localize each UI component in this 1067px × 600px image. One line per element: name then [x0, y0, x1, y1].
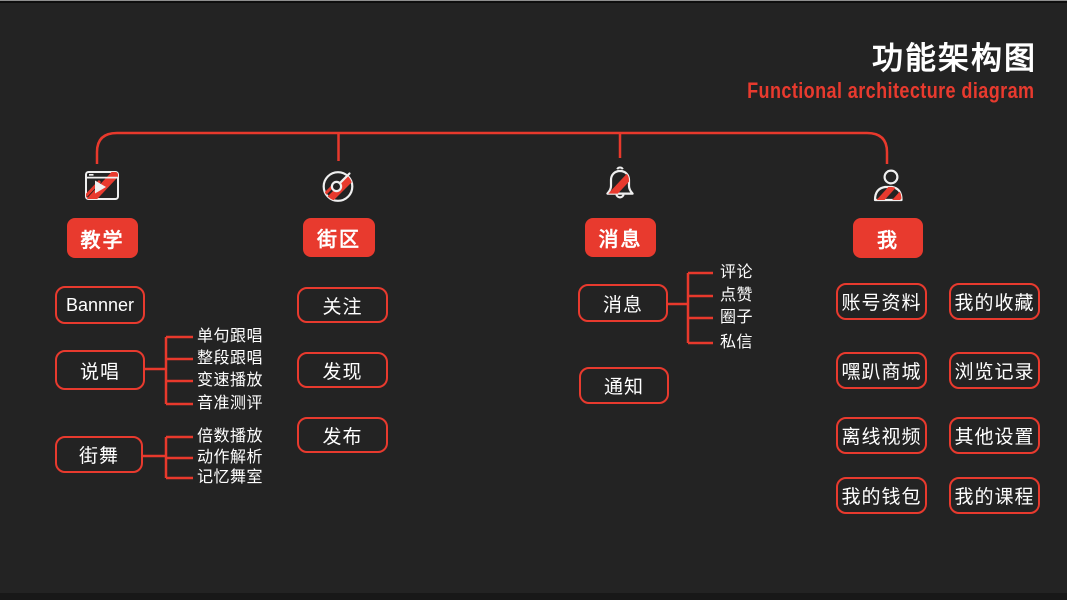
- leaf-circles: 圈子: [720, 309, 754, 326]
- leaf-pitch-test: 音准测评: [197, 395, 264, 412]
- video-window-icon: [85, 171, 119, 200]
- nav-box-me: 我: [853, 218, 923, 258]
- item-box-notification: 通知: [579, 367, 669, 404]
- page-title: 功能架构图: [872, 41, 1037, 76]
- item-box-my-wallet: 我的钱包: [836, 477, 927, 514]
- window-top-edge: [0, 0, 1067, 3]
- leaf-move-analysis: 动作解析: [197, 449, 264, 466]
- item-box-other-settings: 其他设置: [949, 417, 1040, 454]
- leaf-variable-speed: 变速播放: [197, 372, 264, 389]
- item-box-follow: 关注: [297, 287, 388, 323]
- item-box-account-profile: 账号资料: [836, 283, 927, 320]
- item-box-publish: 发布: [297, 417, 388, 453]
- nav-box-block: 街区: [303, 218, 375, 257]
- item-box-offline-videos: 离线视频: [836, 417, 927, 454]
- leaf-comments: 评论: [720, 264, 754, 281]
- leaf-line-follow-sing: 单句跟唱: [197, 328, 264, 345]
- page-subtitle: Functional architecture diagram: [746, 78, 1034, 103]
- item-box-browsing-history: 浏览记录: [949, 352, 1040, 389]
- leaf-speed-playback: 倍数播放: [197, 428, 264, 445]
- bell-icon: [606, 166, 634, 199]
- leaf-likes: 点赞: [720, 287, 754, 304]
- item-box-my-courses: 我的课程: [949, 477, 1040, 514]
- leaf-section-follow-sing: 整段跟唱: [197, 350, 264, 367]
- item-box-my-favorites: 我的收藏: [949, 283, 1040, 320]
- leaf-private-message: 私信: [720, 334, 754, 351]
- item-box-discover: 发现: [297, 352, 388, 388]
- item-box-heipa-mall: 嘿趴商城: [836, 352, 927, 389]
- item-box-street-dance: 街舞: [55, 436, 143, 473]
- nav-box-teaching: 教学: [67, 218, 138, 258]
- window-bottom-edge: [0, 593, 1067, 600]
- leaf-memory-studio: 记忆舞室: [197, 469, 264, 486]
- item-box-message: 消息: [578, 284, 668, 322]
- person-icon: [873, 169, 903, 202]
- item-box-rap: 说唱: [55, 350, 145, 390]
- nav-box-messages: 消息: [585, 218, 656, 257]
- item-box-banner: Bannner: [55, 286, 145, 324]
- disc-icon: [322, 171, 354, 202]
